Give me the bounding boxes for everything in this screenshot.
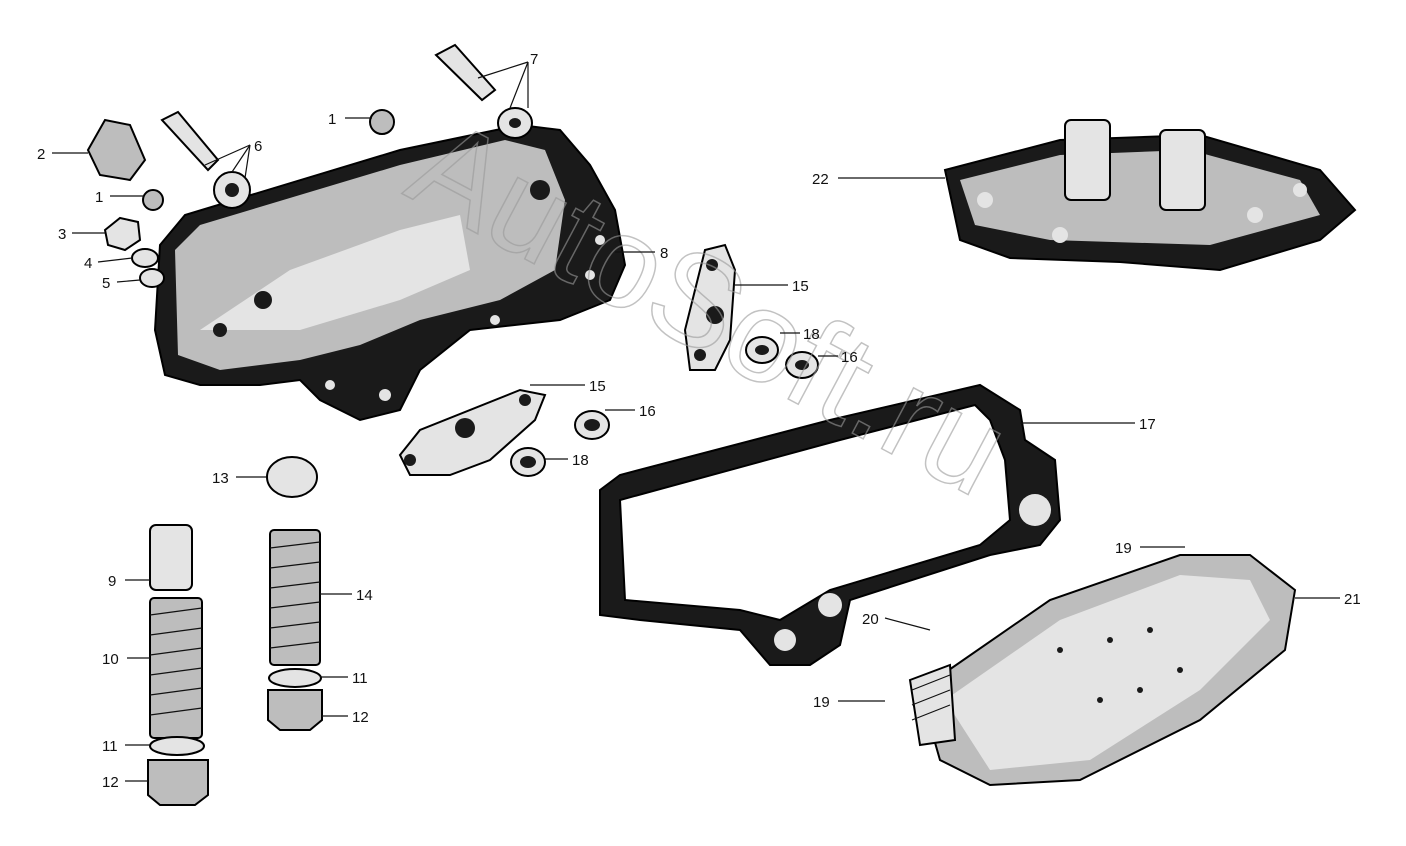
callout-11-right: 11 [352,670,368,687]
plate-part-15-lower [398,388,547,476]
callout-6: 6 [254,138,262,155]
nut-part-3 [103,216,142,252]
callout-1-side: 1 [95,189,103,206]
callout-1-top: 1 [328,111,336,128]
plug-part-12-right [267,689,323,731]
callout-3: 3 [58,226,66,243]
ring-part-18-upper [745,336,779,364]
coil-part-20 [908,663,957,747]
washer-part-11-left [149,736,205,756]
ring-part-16-lower [574,410,610,440]
housing-part-8 [153,123,627,422]
plug-part-12-left [147,759,209,806]
callout-5: 5 [102,275,110,292]
callout-9: 9 [108,573,116,590]
ring-part-18-lower [510,447,546,477]
bolt-part-6 [160,110,251,209]
ring-part-16-upper [785,351,819,379]
plug-part-1-top [369,109,395,135]
callout-10: 10 [102,651,119,668]
callout-19-top: 19 [1115,540,1132,557]
spring-part-14 [269,529,321,666]
gasket-part-17 [599,383,1062,666]
plate-part-15-upper [683,243,737,371]
leader-lines [52,61,1340,782]
callout-18-lower: 18 [572,452,589,469]
callout-12-right: 12 [352,709,369,726]
callout-16-upper: 16 [841,349,858,366]
plug-part-1-side [142,189,164,211]
callout-11-left: 11 [102,738,118,755]
callout-19-bottom: 19 [813,694,830,711]
callout-8: 8 [660,245,668,262]
canister-part-21 [918,554,1297,787]
sleeve-part-9 [149,524,193,591]
washer-part-5 [139,268,165,288]
callout-20: 20 [862,611,879,628]
callout-15-upper: 15 [792,278,809,295]
callout-12-left: 12 [102,774,119,791]
callout-22: 22 [812,171,829,188]
callout-17: 17 [1139,416,1156,433]
callout-16-lower: 16 [639,403,656,420]
callout-18-upper: 18 [803,326,820,343]
spring-part-10 [149,597,203,739]
callout-14: 14 [356,587,373,604]
bolt-part-7 [434,43,533,139]
callout-13: 13 [212,470,229,487]
washer-part-4 [131,248,159,268]
callout-15-lower: 15 [589,378,606,395]
callout-4: 4 [84,255,92,272]
washer-part-11-right [268,668,322,688]
fitting-part-2 [86,118,147,182]
cap-part-13 [266,456,318,498]
callout-21: 21 [1344,591,1361,608]
callout-7: 7 [530,51,538,68]
callout-2: 2 [37,146,45,163]
cover-part-22 [943,119,1357,272]
